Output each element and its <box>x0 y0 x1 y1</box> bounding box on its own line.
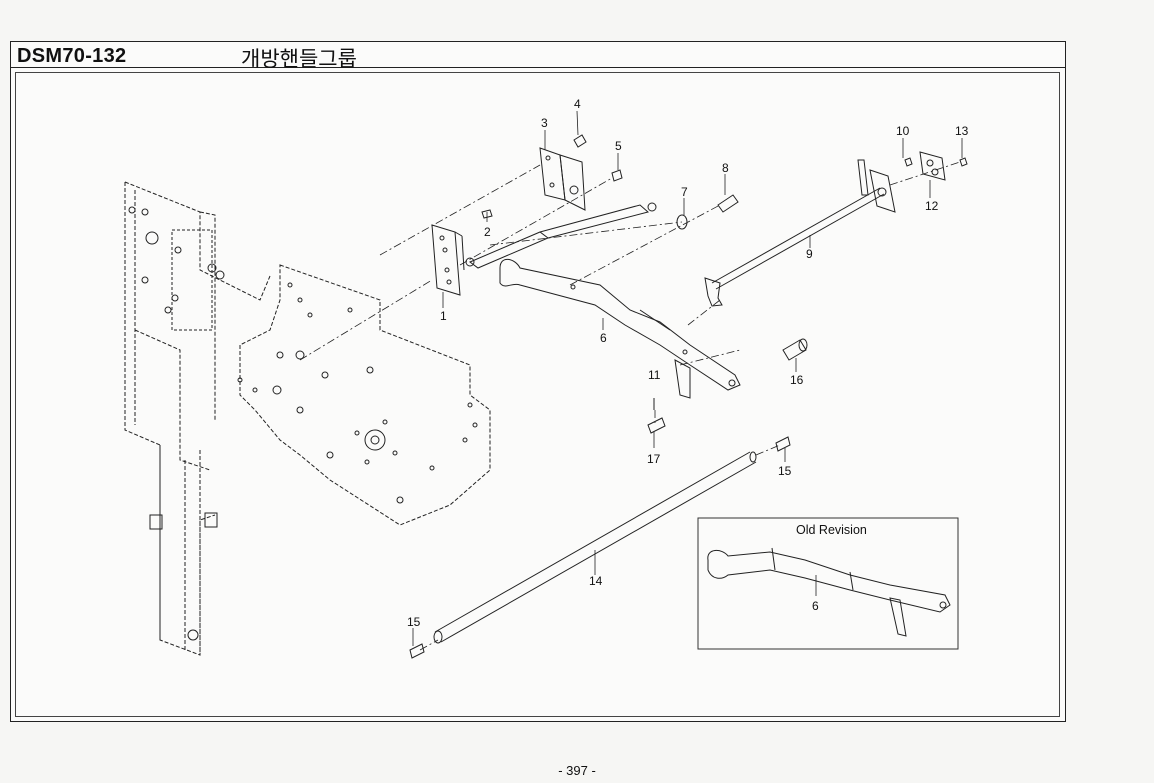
old-revision-inset <box>697 517 959 650</box>
drawing-code: DSM70-132 <box>17 45 127 67</box>
leader-lines <box>412 110 963 646</box>
callout-2: 2 <box>484 225 491 239</box>
callout-15-lower: 15 <box>407 615 421 629</box>
callout-12: 12 <box>925 199 939 213</box>
parts-sheet: DSM70-132 개방핸들그룹 <box>10 41 1066 722</box>
main-plate <box>237 264 491 526</box>
part-6-handle <box>499 258 741 399</box>
callout-17: 17 <box>647 452 661 466</box>
callout-10: 10 <box>896 124 910 138</box>
callout-1: 1 <box>440 309 447 323</box>
sheet-header: DSM70-132 개방핸들그룹 <box>11 42 1065 71</box>
callout-15-upper: 15 <box>778 464 792 478</box>
assembly-lines <box>299 161 961 651</box>
callout-8: 8 <box>722 161 729 175</box>
callout-7: 7 <box>681 185 688 199</box>
drawing-frame <box>15 72 1060 717</box>
callout-9: 9 <box>806 247 813 261</box>
callout-13: 13 <box>955 124 969 138</box>
callout-16: 16 <box>790 373 804 387</box>
old-revision-title: Old Revision <box>796 523 867 537</box>
callout-6: 6 <box>600 331 607 345</box>
callout-4: 4 <box>574 97 581 111</box>
gas-spring <box>465 202 657 269</box>
callout-5: 5 <box>615 139 622 153</box>
drawing-title: 개방핸들그룹 <box>241 47 357 71</box>
part-3-bracket <box>539 147 586 211</box>
callout-11: 11 <box>648 368 661 382</box>
part-9-rod <box>704 159 896 307</box>
part-1-bracket <box>431 224 465 296</box>
callout-3: 3 <box>541 116 548 130</box>
page-number: - 397 - <box>558 763 596 778</box>
old-revision-callout-6: 6 <box>812 599 819 613</box>
callout-14: 14 <box>589 574 603 588</box>
callout-labels: 1 2 3 4 5 6 7 8 9 10 11 12 13 14 15 15 1… <box>407 97 969 629</box>
side-frame <box>124 181 271 656</box>
fasteners <box>409 134 968 659</box>
part-16-sleeve <box>782 338 808 361</box>
part-14-rod <box>433 451 757 644</box>
part-12-plate <box>919 151 946 181</box>
